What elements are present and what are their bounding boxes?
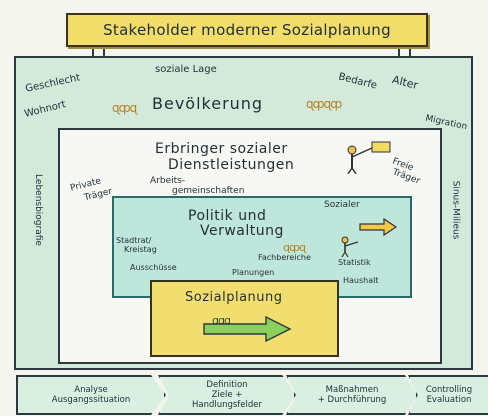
ausschuesse: Ausschüsse <box>130 263 177 272</box>
arrow-icon-inner <box>359 218 398 236</box>
process-step-4-line1: Controlling <box>425 385 473 395</box>
title-banner: Stakeholder moderner Sozialplanung <box>66 13 428 47</box>
process-step-3-line2: + Durchführung <box>317 395 387 405</box>
banner-pillar-left <box>92 43 105 59</box>
people-icon-inner: ɋȹɋ <box>283 241 306 254</box>
outer-label-bevoelkerung: Bevölkerung <box>152 94 264 113</box>
statistik: Statistik <box>338 258 371 267</box>
stadtrat-line2: Kreistag <box>124 245 157 254</box>
inner-label-line1: Politik und <box>188 208 267 224</box>
inner-label-line2: Verwaltung <box>200 223 284 239</box>
process-step-2-line2: Ziele + <box>211 390 243 400</box>
haushalt: Haushalt <box>343 276 379 285</box>
planungen: Planungen <box>232 268 275 277</box>
title-text: Stakeholder moderner Sozialplanung <box>103 21 391 39</box>
process-step-2-line1: Definition <box>206 380 248 390</box>
fachbereiche: Fachbereiche <box>258 253 311 262</box>
core-box-sozialplanung <box>150 280 339 357</box>
presenter-icon <box>347 141 391 174</box>
tag-soziale-lage: soziale Lage <box>155 64 217 75</box>
middle-label-line1: Erbringer sozialer <box>155 141 288 157</box>
stadtrat-line1: Stadtrat/ <box>116 236 152 245</box>
inner-sozialer: Sozialer <box>324 200 360 210</box>
process-step-controlling: Controlling Evaluation <box>408 375 488 415</box>
process-step-1-line1: Analyse <box>74 385 108 395</box>
arrow-icon-core <box>203 316 292 342</box>
process-step-4-line2: Evaluation <box>426 395 472 405</box>
banner-pillar-right <box>398 43 411 59</box>
tag-lebensbiografie: Lebensbiografie <box>32 174 43 246</box>
arbeitsgemeinschaften-line1: Arbeits- <box>150 176 186 186</box>
process-step-analyse: Analyse Ausgangssituation <box>16 375 166 415</box>
people-icon-right: ɋȹɋȹ <box>306 97 342 111</box>
process-step-2-line3: Handlungsfelder <box>191 400 263 410</box>
process-step-definition: Definition Ziele + Handlungsfelder <box>158 375 296 415</box>
middle-label-line2: Dienstleistungen <box>168 157 295 173</box>
tag-sinus-milieus: Sinus-Milieus <box>450 180 461 240</box>
process-step-3-line1: Maßnahmen <box>325 385 379 395</box>
people-icon-left: ɋȹɋ <box>112 101 137 115</box>
process-step-1-line2: Ausgangssituation <box>51 395 131 405</box>
arbeitsgemeinschaften-line2: gemeinschaften <box>172 186 245 196</box>
process-step-massnahmen: Maßnahmen + Durchführung <box>286 375 418 415</box>
figure-icon-statistik <box>341 236 359 258</box>
core-label: Sozialplanung <box>185 290 283 305</box>
